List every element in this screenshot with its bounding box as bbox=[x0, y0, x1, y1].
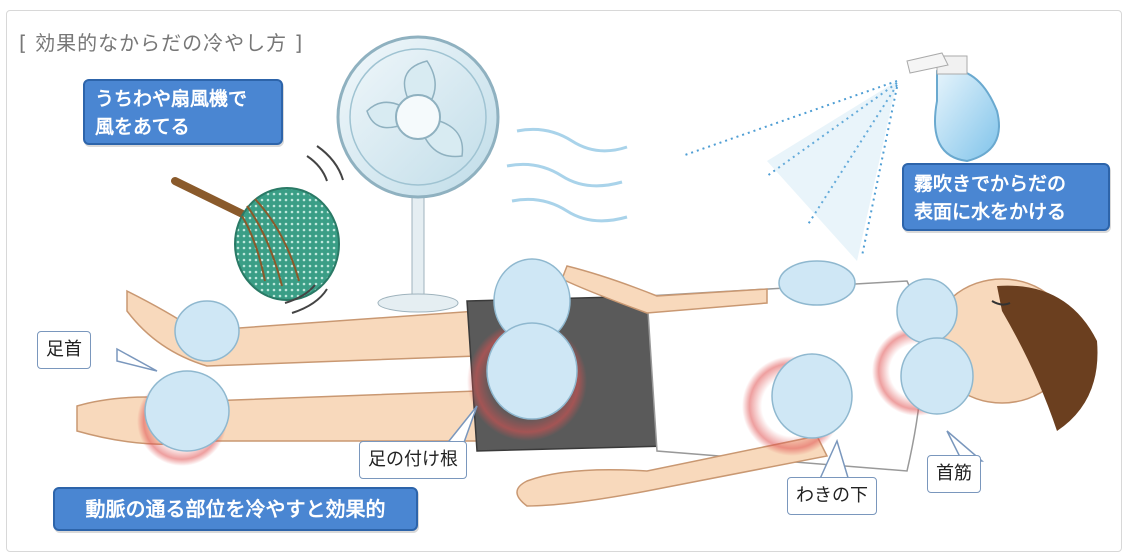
fan-label-line1: うちわや扇風機で bbox=[95, 88, 248, 110]
illustration-frame: [ 効果的なからだの冷やし方 ] うちわや扇風機で 風をあてる 霧吹きでからだの… bbox=[6, 10, 1122, 552]
spray-bottle-icon bbox=[681, 52, 1000, 261]
summary-label: 動脈の通る部位を冷やすと効果的 bbox=[53, 487, 418, 531]
spray-label-line2: 表面に水をかける bbox=[914, 201, 1067, 223]
groin-callout: 足の付け根 bbox=[359, 441, 467, 479]
uchiwa-icon bbox=[171, 145, 344, 314]
spray-label: 霧吹きでからだの 表面に水をかける bbox=[902, 163, 1110, 231]
spray-label-line1: 霧吹きでからだの bbox=[914, 173, 1067, 195]
ice-pack-icon bbox=[174, 300, 240, 362]
fan-label: うちわや扇風機で 風をあてる bbox=[83, 79, 283, 145]
page-title: [ 効果的なからだの冷やし方 ] bbox=[19, 31, 304, 55]
ice-packs bbox=[144, 258, 974, 452]
armpit-callout: わきの下 bbox=[787, 477, 877, 515]
ice-pack-icon bbox=[896, 278, 958, 344]
ice-pack-icon bbox=[778, 260, 856, 306]
electric-fan-icon bbox=[336, 35, 628, 313]
ice-pack-icon bbox=[486, 322, 578, 420]
body-cooling-illustration bbox=[76, 35, 1098, 507]
ankle-callout: 足首 bbox=[37, 331, 91, 369]
fan-label-line2: 風をあてる bbox=[95, 116, 190, 138]
callout-pointers bbox=[116, 347, 985, 482]
ice-pack-icon bbox=[144, 370, 230, 452]
ice-pack-icon bbox=[771, 353, 853, 439]
ice-pack-icon bbox=[900, 337, 974, 415]
neck-callout: 首筋 bbox=[927, 455, 981, 493]
